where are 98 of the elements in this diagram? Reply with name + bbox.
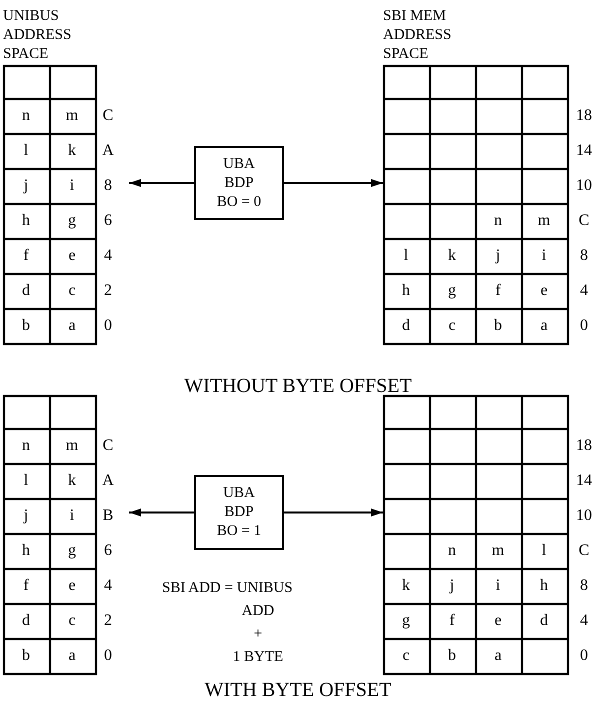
cell-letter: m (492, 542, 504, 560)
cell-letter: l (404, 246, 408, 264)
section-title: WITHOUT BYTE OFFSET (184, 374, 412, 398)
cell-letter: n (22, 106, 30, 124)
table-heading: SBI MEM ADDRESS SPACE (383, 7, 452, 64)
address-label: A (102, 472, 114, 490)
cell-letter: e (494, 612, 502, 630)
formula-note: SBI ADD = UNIBUS ADD + 1 BYTE (162, 579, 294, 667)
address-label: 10 (576, 176, 592, 194)
cell-letter: i (542, 246, 546, 264)
memory-table (383, 395, 567, 673)
box-label: UBA BDP BO = 0 (216, 154, 262, 212)
cell-letter: b (494, 316, 502, 334)
cell-letter: g (68, 542, 76, 560)
cell-letter: n (494, 212, 502, 230)
cell-letter: j (496, 246, 500, 264)
cell-letter: k (68, 142, 76, 160)
address-label: 18 (576, 106, 592, 124)
address-label: C (578, 212, 590, 230)
cell-letter: d (402, 316, 410, 334)
address-label: 6 (104, 542, 112, 560)
address-label: 6 (104, 212, 112, 230)
address-label: C (578, 542, 590, 560)
cell-letter: n (448, 542, 456, 560)
cell-letter: l (24, 472, 28, 490)
arrow (129, 179, 194, 187)
cell-letter: f (23, 246, 29, 264)
cell-letter: a (540, 316, 548, 334)
address-label: 4 (104, 576, 112, 594)
address-label: C (102, 436, 114, 454)
cell-letter: e (68, 576, 76, 594)
cell-letter: b (22, 646, 30, 664)
cell-letter: l (24, 142, 28, 160)
cell-letter: c (68, 282, 76, 300)
cell-letter: a (494, 646, 502, 664)
cell-letter: e (540, 282, 548, 300)
process-box (194, 146, 284, 220)
box-label: UBA BDP BO = 1 (216, 484, 262, 541)
address-label: 14 (576, 472, 592, 490)
table-heading: UNIBUS ADDRESS SPACE (3, 7, 72, 64)
address-label: 4 (580, 612, 588, 630)
address-label: 0 (104, 316, 112, 334)
cell-letter: e (68, 246, 76, 264)
address-label: C (102, 106, 114, 124)
cell-letter: a (68, 646, 76, 664)
process-box (194, 475, 284, 550)
address-label: 0 (580, 646, 588, 664)
cell-letter: d (22, 282, 30, 300)
address-label: 0 (580, 316, 588, 334)
cell-letter: m (66, 106, 78, 124)
cell-letter: h (540, 576, 548, 594)
cell-letter: g (68, 212, 76, 230)
cell-letter: l (542, 542, 546, 560)
arrow (284, 179, 383, 187)
cell-letter: g (402, 612, 410, 630)
address-label: 0 (104, 646, 112, 664)
arrow (129, 508, 194, 516)
address-label: B (102, 506, 114, 524)
address-label: 8 (580, 246, 588, 264)
cell-letter: b (22, 316, 30, 334)
section-title: WITH BYTE OFFSET (204, 678, 392, 702)
cell-letter: f (23, 576, 29, 594)
cell-letter: m (538, 212, 550, 230)
cell-letter: i (70, 176, 74, 194)
cell-letter: k (448, 246, 456, 264)
address-label: 10 (576, 506, 592, 524)
cell-letter: k (402, 576, 410, 594)
address-label: A (102, 142, 114, 160)
cell-letter: h (22, 542, 30, 560)
address-label: 8 (104, 176, 112, 194)
cell-letter: j (24, 176, 28, 194)
cell-letter: j (24, 506, 28, 524)
address-label: 8 (580, 576, 588, 594)
cell-letter: i (496, 576, 500, 594)
cell-letter: h (22, 212, 30, 230)
cell-letter: b (448, 646, 456, 664)
cell-letter: c (402, 646, 410, 664)
cell-letter: k (68, 472, 76, 490)
address-label: 2 (104, 282, 112, 300)
cell-letter: h (402, 282, 410, 300)
cell-letter: c (448, 316, 456, 334)
address-label: 18 (576, 436, 592, 454)
cell-letter: d (22, 612, 30, 630)
cell-letter: n (22, 436, 30, 454)
cell-letter: d (540, 612, 548, 630)
cell-letter: c (68, 612, 76, 630)
arrow (284, 508, 383, 516)
cell-letter: a (68, 316, 76, 334)
address-label: 2 (104, 612, 112, 630)
address-label: 4 (580, 282, 588, 300)
address-label: 14 (576, 142, 592, 160)
cell-letter: j (450, 576, 454, 594)
cell-letter: m (66, 436, 78, 454)
cell-letter: i (70, 506, 74, 524)
cell-letter: g (448, 282, 456, 300)
address-label: 4 (104, 246, 112, 264)
cell-letter: f (495, 282, 501, 300)
cell-letter: f (449, 612, 455, 630)
